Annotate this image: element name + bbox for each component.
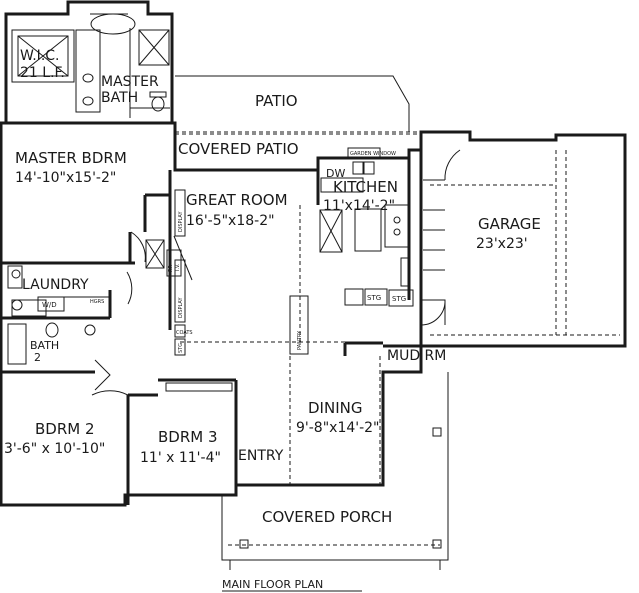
master-bedroom-dimension: 14'-10"x15'-2" bbox=[15, 170, 116, 186]
great-room-label: GREAT ROOM bbox=[186, 191, 288, 209]
garage-label: GARAGE bbox=[478, 215, 541, 233]
pantry-label: PANTRY bbox=[297, 330, 303, 350]
patio-area bbox=[175, 75, 421, 135]
display-shelf-lower-label: DISPLAY bbox=[178, 297, 184, 318]
master-bath-label-line2: BATH bbox=[101, 90, 138, 106]
laundry-label: LAUNDRY bbox=[22, 277, 89, 293]
kitchen-label: KITCHEN bbox=[333, 178, 398, 196]
dashed-boundaries bbox=[180, 205, 381, 485]
bath-2-label-line1: BATH bbox=[30, 339, 59, 352]
covered-porch-label: COVERED PORCH bbox=[262, 508, 392, 526]
bedroom-2-label: BDRM 2 bbox=[35, 420, 95, 438]
display-shelf-upper-label: DISPLAY bbox=[178, 211, 184, 232]
covered-porch bbox=[221, 372, 449, 570]
dining-label: DINING bbox=[308, 399, 362, 417]
garden-window-label: GARDEN WINDOW bbox=[350, 151, 396, 157]
kitchen-dimension: 11'x14'-2" bbox=[323, 198, 395, 214]
plan-caption: MAIN FLOOR PLAN bbox=[222, 578, 323, 591]
bedroom-3-label: BDRM 3 bbox=[158, 428, 218, 446]
dishwasher-label: DW bbox=[326, 167, 345, 180]
washer-dryer-label: W/D bbox=[42, 301, 57, 309]
interior-walls bbox=[1, 132, 423, 505]
entry-label: ENTRY bbox=[238, 448, 284, 464]
garage-dimension: 23'x23' bbox=[476, 236, 528, 252]
small-storage-label: STG bbox=[178, 343, 184, 353]
tv-label: T.V. bbox=[175, 263, 181, 273]
bedroom-3-dimension: 11' x 11'-4" bbox=[140, 450, 221, 466]
master-bath-area bbox=[11, 13, 170, 118]
coats-closet-label: COATS bbox=[176, 330, 193, 336]
mud-room-storage-label: STG bbox=[392, 295, 406, 303]
master-bath-label-line1: MASTER bbox=[101, 74, 159, 90]
hangers-label: HGRS bbox=[90, 299, 104, 305]
wic-length-label: 21 L.F. bbox=[20, 65, 65, 81]
great-room-dimension: 16'-5"x18-2" bbox=[186, 213, 275, 229]
room-labels: W.I.C. 21 L.F. MASTER BATH PATIO COVERED… bbox=[4, 48, 541, 591]
patio-label: PATIO bbox=[255, 92, 298, 110]
bedroom-2-dimension: 3'-6" x 10'-10" bbox=[4, 441, 105, 457]
wic-label: W.I.C. bbox=[20, 48, 60, 64]
master-bedroom-label: MASTER BDRM bbox=[15, 149, 127, 167]
fireplace-label: F.P. bbox=[168, 264, 174, 272]
dining-dimension: 9'-8"x14'-2" bbox=[296, 420, 380, 436]
bath-2-label-line2: 2 bbox=[34, 351, 41, 364]
kitchen-storage-label: STG bbox=[367, 294, 381, 302]
mud-room-label: MUD RM bbox=[387, 348, 446, 364]
covered-patio-label: COVERED PATIO bbox=[178, 140, 299, 158]
fixtures bbox=[7, 147, 620, 396]
